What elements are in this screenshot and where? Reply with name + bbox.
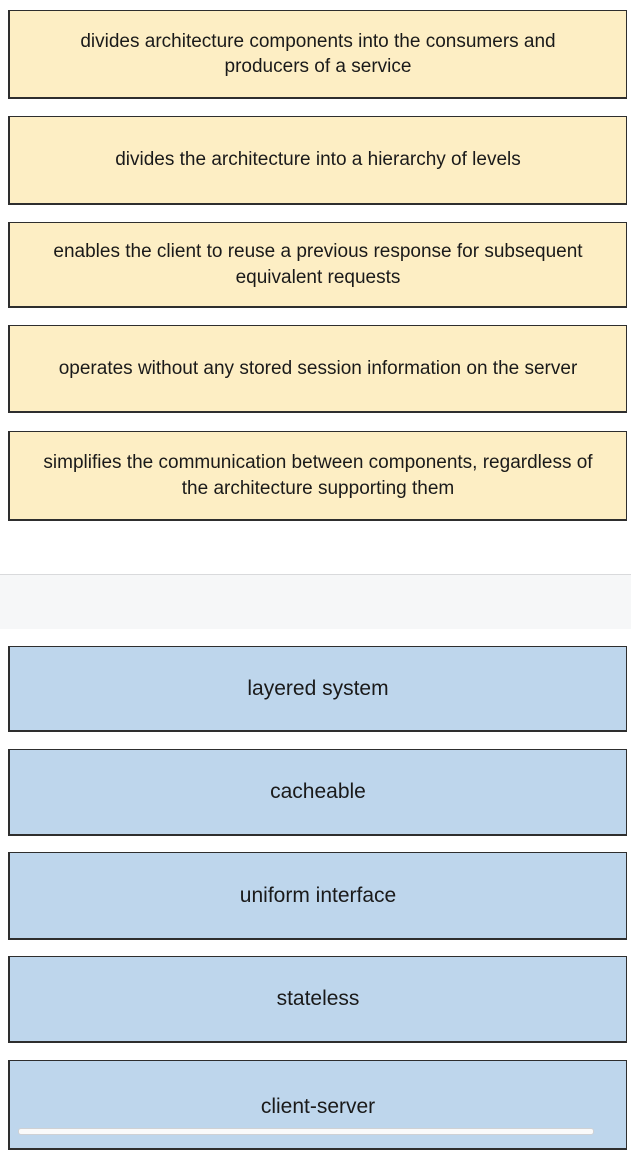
section-divider bbox=[0, 574, 631, 629]
description-card-layered-system[interactable]: divides the architecture into a hierarch… bbox=[8, 116, 627, 205]
term-card-uniform-interface[interactable]: uniform interface bbox=[8, 852, 627, 940]
description-card-stateless[interactable]: operates without any stored session info… bbox=[8, 325, 627, 413]
scrollbar-track[interactable] bbox=[18, 1128, 594, 1135]
term-text: cacheable bbox=[270, 780, 366, 804]
description-card-cacheable[interactable]: enables the client to reuse a previous r… bbox=[8, 222, 627, 308]
description-card-uniform-interface[interactable]: simplifies the communication between com… bbox=[8, 431, 627, 521]
description-text: divides the architecture into a hierarch… bbox=[115, 149, 521, 171]
term-card-stateless[interactable]: stateless bbox=[8, 956, 627, 1043]
description-text: divides architecture components into the… bbox=[80, 30, 556, 77]
term-text: uniform interface bbox=[239, 883, 397, 907]
term-text: client-server bbox=[260, 1095, 376, 1118]
term-card-layered-system[interactable]: layered system bbox=[8, 646, 627, 732]
description-card-client-server[interactable]: divides architecture components into the… bbox=[8, 10, 627, 99]
description-text: operates without any stored session info… bbox=[58, 357, 578, 379]
term-card-client-server[interactable]: client-server bbox=[8, 1060, 627, 1150]
description-text: simplifies the communication between com… bbox=[43, 452, 593, 499]
term-text: stateless bbox=[276, 987, 360, 1011]
term-text: layered system bbox=[247, 676, 389, 700]
description-text: enables the client to reuse a previous r… bbox=[53, 241, 583, 288]
term-card-cacheable[interactable]: cacheable bbox=[8, 749, 627, 836]
